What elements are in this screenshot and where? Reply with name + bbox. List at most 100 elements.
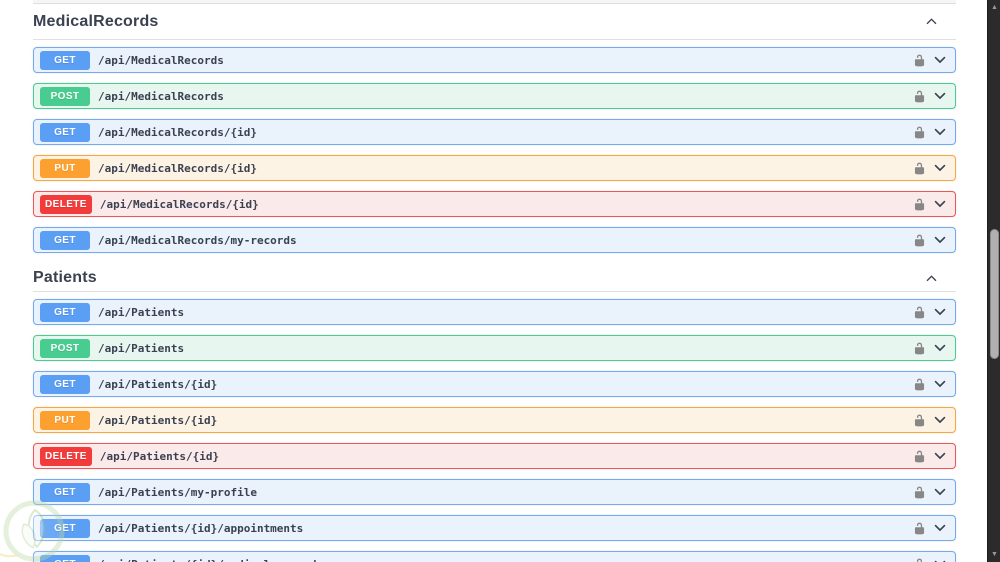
row-controls bbox=[913, 125, 955, 140]
chevron-up-icon[interactable] bbox=[924, 14, 939, 29]
row-controls bbox=[913, 197, 955, 212]
endpoint-path: /api/Patients/{id} bbox=[98, 377, 218, 391]
method-badge: PUT bbox=[40, 410, 90, 430]
lock-unlocked-icon[interactable] bbox=[913, 449, 926, 464]
method-badge: PUT bbox=[40, 158, 90, 178]
scroll-up-button[interactable]: ▲ bbox=[991, 4, 998, 11]
chevron-down-icon[interactable] bbox=[933, 126, 947, 138]
chevron-down-icon[interactable] bbox=[933, 342, 947, 354]
chevron-down-icon[interactable] bbox=[933, 450, 947, 462]
endpoint-path: /api/MedicalRecords bbox=[98, 53, 224, 67]
section-separator bbox=[33, 0, 956, 4]
endpoint-path: /api/Patients/{id}/appointments bbox=[98, 521, 304, 535]
row-controls bbox=[913, 161, 955, 176]
endpoint-row[interactable]: GET /api/Patients bbox=[33, 299, 956, 325]
method-badge: POST bbox=[40, 338, 90, 358]
lock-unlocked-icon[interactable] bbox=[913, 485, 926, 500]
api-documentation: MedicalRecords GET /api/MedicalRecords bbox=[33, 0, 956, 562]
row-controls bbox=[913, 341, 955, 356]
vertical-scrollbar[interactable]: ▲ ▼ bbox=[987, 0, 1000, 562]
lock-unlocked-icon[interactable] bbox=[913, 125, 926, 140]
endpoint-path: /api/MedicalRecords/{id} bbox=[98, 161, 257, 175]
chevron-down-icon[interactable] bbox=[933, 522, 947, 534]
endpoint-row[interactable]: GET /api/Patients/my-profile bbox=[33, 479, 956, 505]
row-controls bbox=[913, 305, 955, 320]
endpoint-row[interactable]: POST /api/Patients bbox=[33, 335, 956, 361]
endpoint-path: /api/Patients/{id}/medical-records bbox=[98, 558, 323, 562]
endpoint-list: GET /api/Patients POST /api/Patients bbox=[33, 292, 956, 562]
row-controls bbox=[913, 413, 955, 428]
row-controls bbox=[913, 89, 955, 104]
api-section: MedicalRecords GET /api/MedicalRecords bbox=[33, 4, 956, 253]
endpoint-path: /api/Patients/my-profile bbox=[98, 485, 257, 499]
method-badge: GET bbox=[40, 374, 90, 394]
row-controls bbox=[913, 377, 955, 392]
api-sections: MedicalRecords GET /api/MedicalRecords bbox=[33, 4, 956, 562]
endpoint-list: GET /api/MedicalRecords POST /api/Medica… bbox=[33, 40, 956, 253]
chevron-down-icon[interactable] bbox=[933, 90, 947, 102]
endpoint-path: /api/MedicalRecords/{id} bbox=[99, 197, 259, 211]
endpoint-row[interactable]: GET /api/Patients/{id}/medical-records bbox=[33, 551, 956, 562]
method-badge: DELETE bbox=[40, 446, 92, 466]
section-header[interactable]: MedicalRecords bbox=[33, 4, 956, 40]
endpoint-row[interactable]: GET /api/Patients/{id}/appointments bbox=[33, 515, 956, 541]
chevron-down-icon[interactable] bbox=[933, 414, 947, 426]
lock-unlocked-icon[interactable] bbox=[913, 161, 926, 176]
section-title: MedicalRecords bbox=[33, 12, 159, 30]
chevron-down-icon[interactable] bbox=[933, 486, 947, 498]
lock-unlocked-icon[interactable] bbox=[913, 305, 926, 320]
endpoint-path: /api/MedicalRecords bbox=[98, 89, 224, 103]
row-controls bbox=[913, 557, 955, 562]
method-badge: POST bbox=[40, 86, 90, 106]
lock-unlocked-icon[interactable] bbox=[913, 521, 926, 536]
api-section: Patients GET /api/Patients PO bbox=[33, 265, 956, 562]
chevron-down-icon[interactable] bbox=[933, 234, 947, 246]
lock-unlocked-icon[interactable] bbox=[913, 377, 926, 392]
lock-unlocked-icon[interactable] bbox=[913, 341, 926, 356]
lock-unlocked-icon[interactable] bbox=[913, 197, 926, 212]
section-title: Patients bbox=[33, 269, 97, 286]
row-controls bbox=[913, 521, 955, 536]
lock-unlocked-icon[interactable] bbox=[913, 233, 926, 248]
endpoint-row[interactable]: GET /api/Patients/{id} bbox=[33, 371, 956, 397]
chevron-down-icon[interactable] bbox=[933, 162, 947, 174]
method-badge: GET bbox=[40, 482, 90, 502]
lock-unlocked-icon[interactable] bbox=[913, 557, 926, 562]
section-header[interactable]: Patients bbox=[33, 265, 956, 292]
row-controls bbox=[913, 485, 955, 500]
endpoint-path: /api/Patients bbox=[98, 341, 185, 355]
method-badge: GET bbox=[40, 518, 90, 538]
lock-unlocked-icon[interactable] bbox=[913, 413, 926, 428]
endpoint-path: /api/Patients/{id} bbox=[98, 413, 218, 427]
method-badge: GET bbox=[40, 122, 90, 142]
endpoint-row[interactable]: PUT /api/MedicalRecords/{id} bbox=[33, 155, 956, 181]
scrollbar-thumb[interactable] bbox=[990, 229, 999, 359]
endpoint-path: /api/Patients/{id} bbox=[99, 449, 220, 463]
method-badge: GET bbox=[40, 302, 90, 322]
endpoint-path: /api/Patients bbox=[98, 305, 185, 319]
endpoint-row[interactable]: GET /api/MedicalRecords/my-records bbox=[33, 227, 956, 253]
chevron-down-icon[interactable] bbox=[933, 558, 947, 562]
row-controls bbox=[913, 53, 955, 68]
endpoint-row[interactable]: DELETE /api/MedicalRecords/{id} bbox=[33, 191, 956, 217]
endpoint-row[interactable]: PUT /api/Patients/{id} bbox=[33, 407, 956, 433]
method-badge: DELETE bbox=[40, 194, 92, 214]
row-controls bbox=[913, 233, 955, 248]
chevron-up-icon[interactable] bbox=[924, 271, 939, 286]
method-badge: GET bbox=[40, 50, 90, 70]
chevron-down-icon[interactable] bbox=[933, 198, 947, 210]
endpoint-row[interactable]: GET /api/MedicalRecords bbox=[33, 47, 956, 73]
chevron-down-icon[interactable] bbox=[933, 54, 947, 66]
lock-unlocked-icon[interactable] bbox=[913, 89, 926, 104]
lock-unlocked-icon[interactable] bbox=[913, 53, 926, 68]
endpoint-row[interactable]: DELETE /api/Patients/{id} bbox=[33, 443, 956, 469]
scroll-down-button[interactable]: ▼ bbox=[991, 551, 998, 558]
endpoint-row[interactable]: GET /api/MedicalRecords/{id} bbox=[33, 119, 956, 145]
endpoint-path: /api/MedicalRecords/my-records bbox=[98, 233, 297, 247]
endpoint-path: /api/MedicalRecords/{id} bbox=[98, 125, 257, 139]
chevron-down-icon[interactable] bbox=[933, 378, 947, 390]
method-badge: GET bbox=[40, 230, 90, 250]
method-badge: GET bbox=[40, 554, 90, 562]
endpoint-row[interactable]: POST /api/MedicalRecords bbox=[33, 83, 956, 109]
chevron-down-icon[interactable] bbox=[933, 306, 947, 318]
